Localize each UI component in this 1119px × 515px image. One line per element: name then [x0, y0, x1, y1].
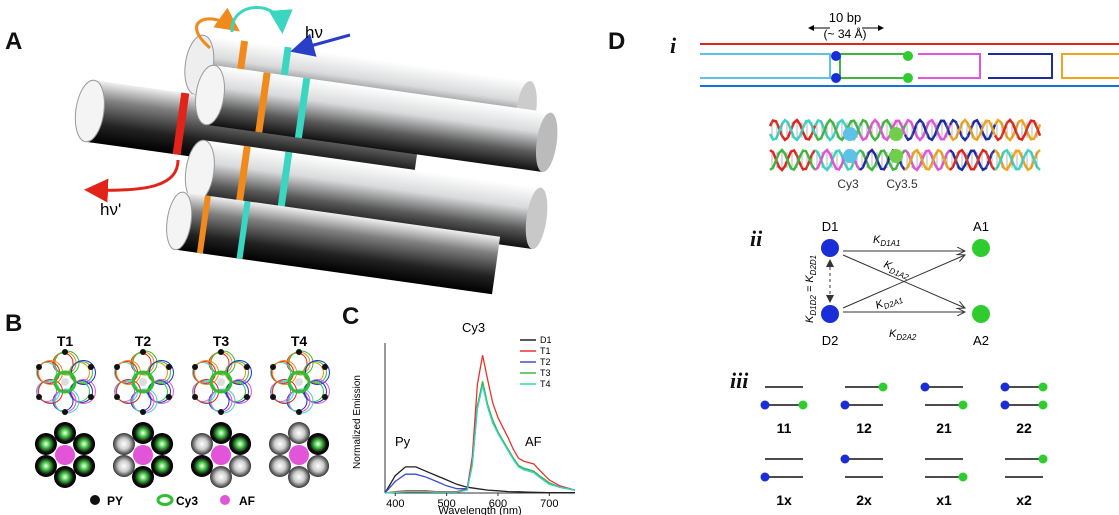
config-21: 21 — [920, 382, 968, 436]
tile-t1: T1 — [34, 333, 96, 488]
sub-panel-ii-label: ii — [750, 226, 763, 251]
config-12: 12 — [840, 382, 888, 436]
dye-label-cy3: Cy3 — [837, 177, 859, 191]
config-11: 11 — [760, 386, 808, 436]
legend-label-t2: T2 — [540, 357, 551, 367]
tile-legend: PY Cy3 AF — [90, 494, 255, 508]
panel-b-letter: B — [5, 310, 23, 337]
node-label-a2: A2 — [973, 333, 989, 348]
peak-label-py: Py — [395, 434, 411, 449]
peak-label-af: AF — [525, 434, 542, 449]
donor-node-d2 — [821, 305, 839, 323]
legend-cy3-label: Cy3 — [176, 494, 198, 508]
config-label: 2x — [856, 492, 872, 508]
config-label: 22 — [1016, 420, 1032, 436]
config-x1: x1 — [925, 458, 968, 508]
series-line-t1 — [384, 355, 576, 494]
config-label: x1 — [936, 492, 952, 508]
dna-strand-diagram: 10 bp (~ 34 Å) Cy3 Cy3.5 — [700, 10, 1119, 191]
py-legend-dot — [90, 495, 100, 505]
donor-node-d1 — [821, 239, 839, 257]
node-label-d1: D1 — [822, 219, 839, 234]
node-label-a1: A1 — [973, 219, 989, 234]
donor-dot-bottom — [831, 73, 841, 83]
tile-t2: T2 — [112, 333, 174, 488]
cy3-legend-ring — [156, 494, 174, 506]
dye-label-cy35: Cy3.5 — [886, 177, 918, 191]
node-label-d2: D2 — [822, 333, 839, 348]
spacing-sub-label: (~ 34 Å) — [823, 26, 866, 41]
tile-label: T3 — [213, 333, 230, 349]
tile-label: T2 — [135, 333, 152, 349]
config-label: 12 — [856, 420, 872, 436]
config-label: 1x — [776, 492, 792, 508]
sub-panel-iii-label: iii — [730, 368, 749, 393]
sub-panel-i-label: i — [670, 33, 677, 58]
tube-bottom — [166, 191, 501, 295]
blue-arrow — [290, 33, 351, 57]
legend-py-label: PY — [107, 494, 123, 508]
spacing-label: 10 bp — [829, 10, 862, 25]
hv-prime-label: hν' — [100, 200, 121, 219]
x-tick-label: 600 — [489, 498, 507, 510]
config-label: 11 — [777, 420, 792, 436]
x-tick-label: 700 — [540, 498, 558, 510]
config-2x: 2x — [840, 454, 883, 508]
legend-label-d1: D1 — [540, 335, 552, 345]
acceptor-node-a1 — [972, 239, 990, 257]
config-label: x2 — [1016, 492, 1032, 508]
config-1x: 1x — [760, 458, 803, 508]
teal-arrow — [230, 6, 293, 34]
config-x2: x2 — [1005, 454, 1048, 508]
x-tick-label: 400 — [386, 498, 404, 510]
transfer-network-diagram: D1 D2 A1 A2 KD1A1 KD1A2 KD2A1 KD2A2 KD1D… — [804, 219, 990, 348]
rate-d1a1: KD1A1 — [873, 234, 900, 248]
x-axis-label: Wavelength (nm) — [438, 505, 521, 515]
orange-arrow — [195, 7, 240, 50]
tile-label: T1 — [57, 333, 74, 349]
acceptor-dot-top — [903, 51, 913, 61]
config-22: 22 — [1000, 382, 1048, 436]
tube-middle — [195, 64, 558, 173]
tube-lower — [184, 139, 548, 250]
af-legend-dot — [220, 495, 230, 505]
double-helix-illustration — [768, 118, 1042, 172]
tile-schematics: T1 T2 T3 T4 PY Cy3 AF — [34, 333, 330, 508]
tile-label: T4 — [291, 333, 308, 349]
nanotube-bundle-illustration: hν hν' — [74, 6, 558, 295]
config-grid: 11 12 21 22 1x 2x x1 x2 — [760, 382, 1048, 508]
series-line-d1 — [384, 466, 576, 494]
panel-d-letter: D — [608, 28, 626, 55]
legend-af-label: AF — [239, 494, 255, 508]
config-label: 21 — [936, 420, 952, 436]
red-arrow — [84, 159, 180, 203]
peak-label-cy3: Cy3 — [462, 320, 485, 335]
hv-label: hν — [305, 23, 323, 42]
panel-c-letter: C — [342, 303, 360, 330]
rate-d2a1: KD2A1 — [874, 291, 904, 314]
acceptor-node-a2 — [972, 305, 990, 323]
legend-label-t3: T3 — [540, 368, 551, 378]
panel-a-letter: A — [5, 28, 23, 55]
legend-label-t1: T1 — [540, 346, 551, 356]
series-line-t4 — [384, 385, 576, 494]
x-tick-label: 500 — [437, 498, 455, 510]
rate-d1d2: KD1D2 = KD2D1 — [804, 255, 818, 323]
tile-t3: T3 — [190, 333, 252, 488]
tile-t4: T4 — [268, 333, 330, 488]
legend-label-t4: T4 — [540, 379, 551, 389]
rate-d2a2: KD2A2 — [889, 328, 917, 342]
donor-dot-top — [831, 51, 841, 61]
acceptor-dot-bottom — [903, 73, 913, 83]
y-axis-label: Normalized Emission — [352, 375, 363, 469]
